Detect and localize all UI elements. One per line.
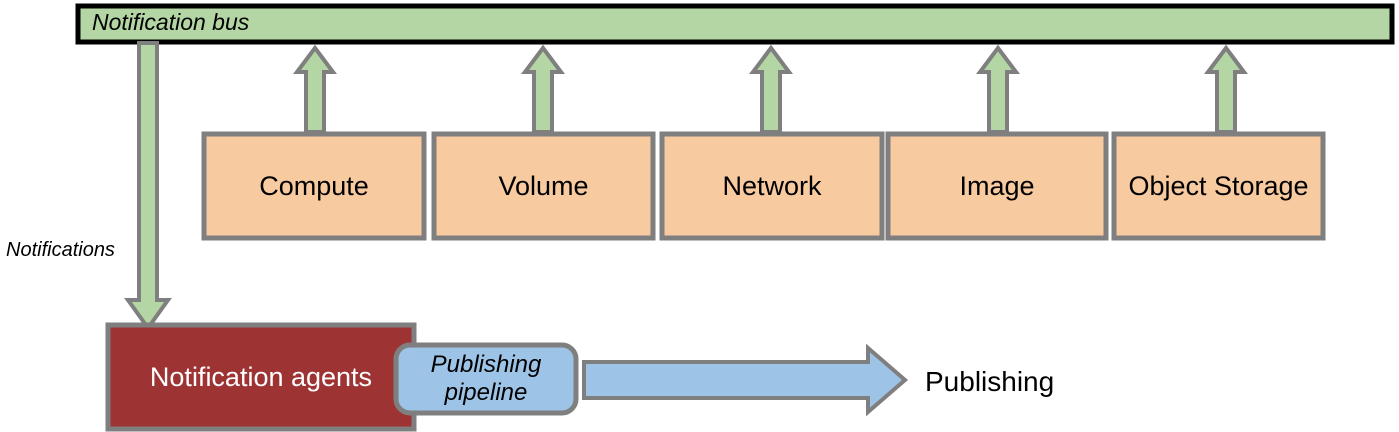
service-box-object-storage[interactable]	[1111, 131, 1326, 241]
service-label-network: Network	[722, 170, 822, 201]
service-box-image[interactable]	[885, 131, 1109, 241]
notification-bus-label: Notification bus	[92, 9, 250, 35]
compute-to-bus-arrow[interactable]	[293, 44, 337, 134]
publishing-label: Publishing	[925, 366, 1055, 397]
notification-agents-box[interactable]	[105, 322, 417, 432]
service-label-object-storage: Object Storage	[1128, 170, 1309, 201]
publishing-pipeline-label: Publishing pipeline	[396, 345, 576, 413]
pipeline-label-line2: pipeline	[444, 379, 528, 406]
publishing-arrow[interactable]	[582, 343, 909, 417]
network-to-bus-arrow[interactable]	[749, 44, 793, 134]
notifications-down-arrow[interactable]	[124, 41, 172, 332]
volume-to-bus-arrow[interactable]	[521, 44, 565, 134]
service-label-volume: Volume	[498, 170, 589, 201]
service-box-compute[interactable]	[201, 131, 427, 241]
object-storage-to-bus-arrow[interactable]	[1204, 44, 1248, 134]
pipeline-label-text: Publishing pipeline	[431, 351, 542, 407]
notifications-arrow-shape	[124, 41, 172, 332]
service-boxes	[201, 131, 1326, 241]
notification-bus-bar[interactable]	[75, 3, 1395, 45]
service-to-bus-arrows	[293, 44, 1248, 134]
publishing-pipeline-box[interactable]	[393, 342, 579, 416]
service-box-volume[interactable]	[431, 131, 656, 241]
service-box-network[interactable]	[659, 131, 885, 241]
image-to-bus-arrow[interactable]	[976, 44, 1020, 134]
service-label-image: Image	[959, 170, 1035, 201]
pipeline-label-line1: Publishing	[430, 351, 542, 378]
notifications-label: Notifications	[6, 239, 115, 261]
service-label-compute: Compute	[259, 170, 369, 201]
notification-agents-label: Notification agents	[149, 361, 373, 392]
